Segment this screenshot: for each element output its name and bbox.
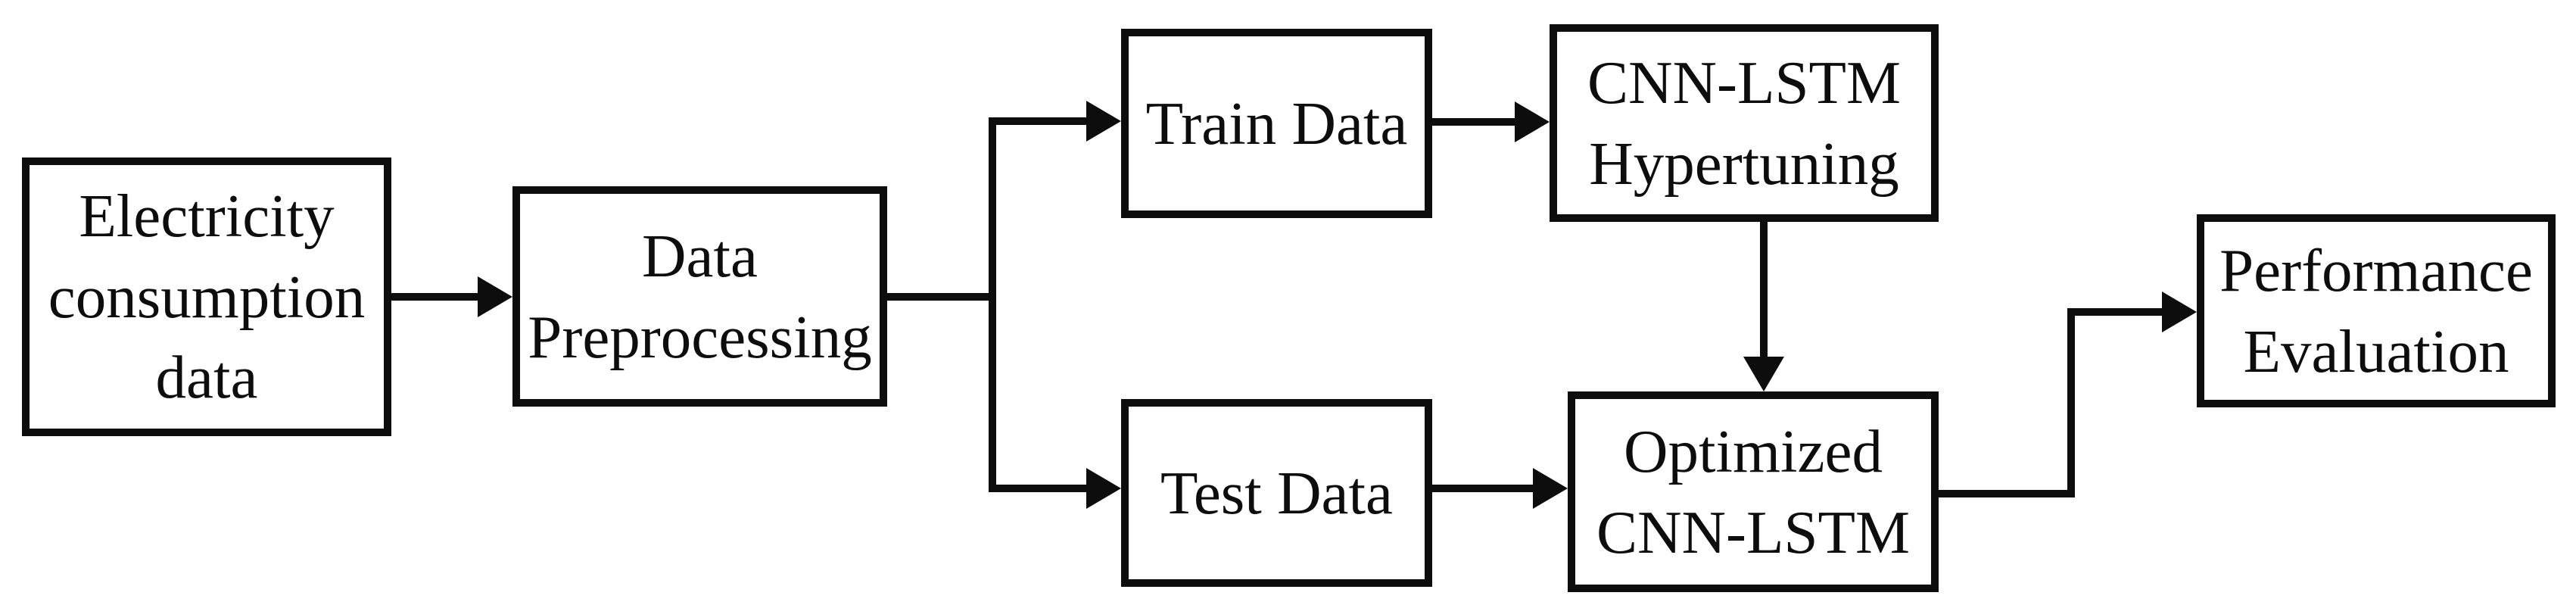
edge-branch-to-test-arrowhead-icon bbox=[1086, 468, 1121, 509]
node-optimized-cnn-lstm: Optimized CNN-LSTM bbox=[1568, 391, 1939, 592]
edge-branch-to-train-arrowhead-icon bbox=[1086, 101, 1121, 142]
edge-optimized-to-performance-horizontal-line bbox=[1939, 490, 2075, 497]
edge-branch-to-train-line bbox=[989, 117, 1091, 125]
edge-hypertuning-to-optimized-line bbox=[1760, 222, 1768, 358]
edge-electricity-to-preprocessing-arrowhead-icon bbox=[478, 276, 512, 317]
edge-optimized-to-performance-vertical-line bbox=[2067, 308, 2075, 497]
edge-train-to-hypertuning-line bbox=[1432, 118, 1519, 126]
edge-preprocessing-stem-line bbox=[887, 293, 996, 301]
edge-test-to-optimized-line bbox=[1432, 485, 1536, 492]
edge-electricity-to-preprocessing-line bbox=[391, 293, 482, 301]
node-test-data: Test Data bbox=[1121, 399, 1432, 587]
node-data-preprocessing: Data Preprocessing bbox=[512, 186, 887, 407]
edge-test-to-optimized-arrowhead-icon bbox=[1533, 468, 1568, 509]
edge-train-to-hypertuning-arrowhead-icon bbox=[1515, 101, 1550, 142]
edge-hypertuning-to-optimized-arrowhead-icon bbox=[1743, 357, 1784, 391]
edge-branch-to-test-line bbox=[989, 485, 1091, 492]
node-performance-evaluation: Performance Evaluation bbox=[2197, 214, 2556, 407]
edge-optimized-to-performance-arrowhead-icon bbox=[2162, 292, 2197, 332]
node-cnn-lstm-hypertuning: CNN-LSTM Hypertuning bbox=[1550, 24, 1939, 222]
node-train-data: Train Data bbox=[1121, 29, 1432, 218]
edge-optimized-to-performance-entry-line bbox=[2067, 308, 2165, 316]
branch-vertical-line bbox=[989, 117, 996, 492]
node-electricity-consumption-data: Electricity consumption data bbox=[22, 157, 391, 436]
